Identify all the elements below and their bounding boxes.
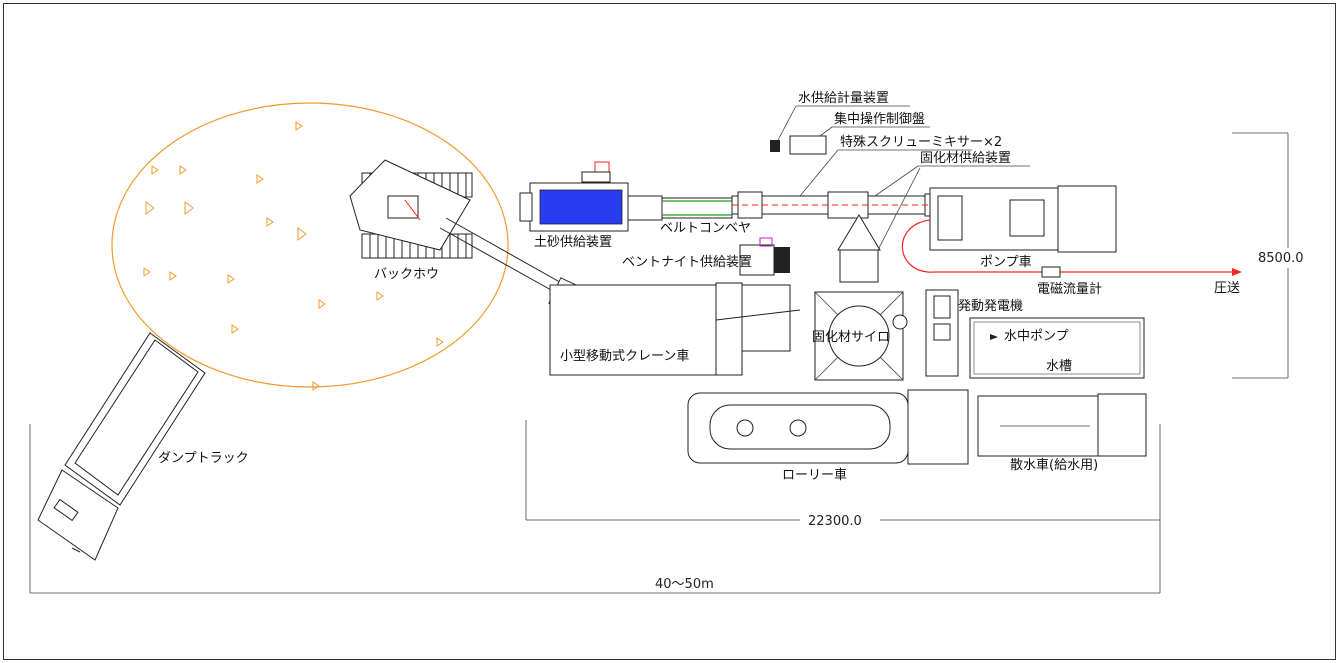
soil-feeder-drawing — [519, 161, 663, 232]
label-central-panel: 集中操作制御盤 — [834, 111, 925, 127]
label-dump-truck: ダンプトラック — [158, 451, 249, 466]
label-flowmeter: 電磁流量計 — [1037, 281, 1102, 297]
label-lorry: ローリー車 — [782, 468, 847, 483]
label-soil-feeder: 土砂供給装置 — [534, 235, 612, 250]
label-generator: 発動発電機 — [958, 299, 1023, 314]
dimension-height-label: 8500.0 — [1258, 251, 1304, 266]
label-pump-truck: ポンプ車 — [980, 255, 1032, 270]
pump-truck-drawing — [901, 185, 1117, 273]
dimension-height — [1232, 132, 1289, 379]
generator-drawing — [925, 289, 959, 377]
pressure-feed-line — [935, 266, 1242, 278]
label-water-tank: 水槽 — [1046, 359, 1072, 374]
leader-lines — [777, 105, 1030, 251]
label-solidifier-feeder: 固化材供給装置 — [920, 151, 1011, 166]
water-tank-drawing — [969, 317, 1145, 379]
label-backhoe: バックホウ — [374, 267, 439, 282]
control-panel-drawing — [770, 135, 827, 155]
screw-mixer-line — [731, 191, 946, 219]
label-crane-truck: 小型移動式クレーン車 — [560, 349, 689, 364]
label-bentonite-feeder: ベントナイト供給装置 — [622, 255, 752, 270]
label-pressure-feed: 圧送 — [1214, 281, 1240, 296]
drawing-frame — [3, 3, 1336, 660]
belt-conveyor-drawing — [661, 197, 733, 219]
dimension-range-label: 40〜50m — [655, 577, 714, 592]
label-screw-mixer: 特殊スクリューミキサー×2 — [840, 135, 1002, 150]
soil-stockpile — [111, 102, 509, 391]
dimension-width — [525, 420, 1161, 521]
label-submersible-pump: 水中ポンプ — [1004, 329, 1069, 344]
sprinkler-truck-drawing — [977, 393, 1147, 457]
dimension-width-label: 22300.0 — [808, 514, 862, 529]
bentonite-feeder-drawing — [739, 237, 790, 276]
dimension-range — [29, 424, 1161, 594]
crane-truck-drawing — [549, 282, 801, 376]
label-belt-conveyor: ベルトコンベヤ — [660, 221, 751, 236]
label-water-meter: 水供給計量装置 — [798, 90, 889, 106]
solidifier-silo-drawing — [814, 214, 908, 381]
lorry-drawing — [687, 389, 969, 465]
label-sprinkler-truck: 散水車(給水用) — [1010, 458, 1098, 473]
label-solidifier-silo: 固化材サイロ — [812, 330, 890, 345]
dump-truck-drawing — [37, 332, 206, 561]
